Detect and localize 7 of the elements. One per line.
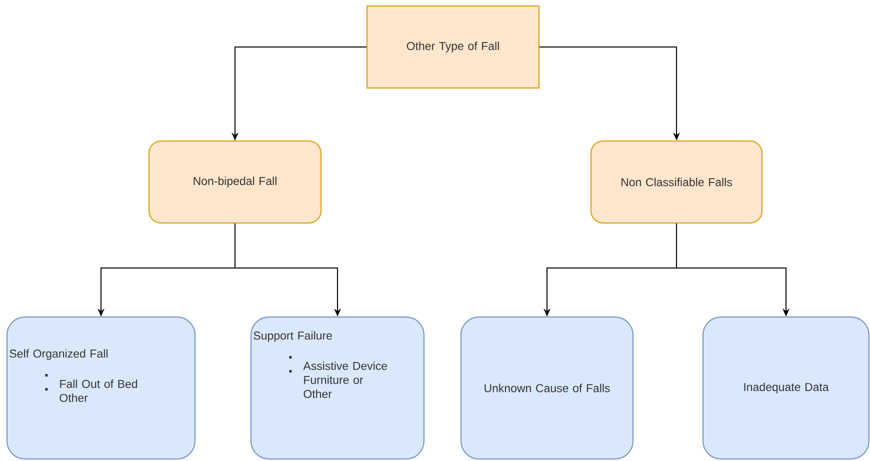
process-box: Other Type of Fall	[366, 6, 540, 88]
process-box: Self Organized Fall Fall Out of Bed Other	[6, 316, 196, 460]
process-box: Non Classifiable Falls	[590, 140, 762, 224]
process-box: Non-bipedal Fall	[148, 140, 322, 224]
process-box: Inadequate Data	[702, 316, 870, 460]
process-box: Support Failure Assistive Device Furniture or Other	[250, 316, 424, 460]
process-box: Unknown Cause of Falls	[460, 316, 634, 460]
